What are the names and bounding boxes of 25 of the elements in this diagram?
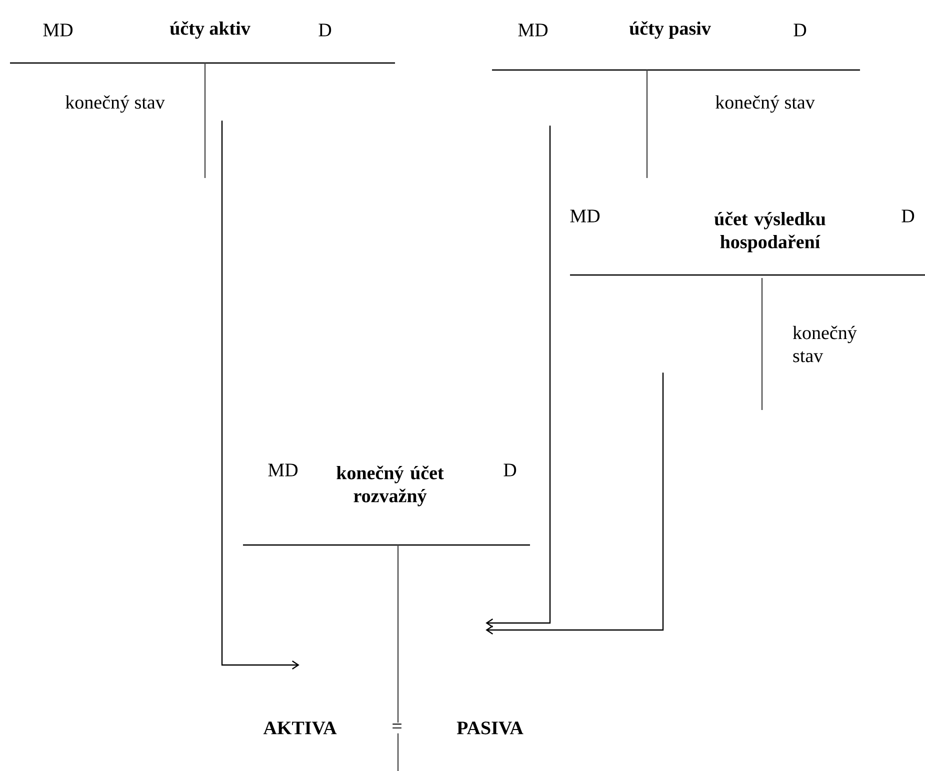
credit-label: D xyxy=(794,24,806,36)
side-label: PASIVA xyxy=(456,722,524,734)
debit-label: MD xyxy=(268,464,298,476)
t-account xyxy=(492,21,860,178)
equals-sign: = xyxy=(390,722,404,734)
arrow xyxy=(486,126,551,628)
arrow xyxy=(486,372,664,634)
credit-label: D xyxy=(318,24,332,36)
balance-label: konečný stav xyxy=(66,95,165,113)
debit-label: MD xyxy=(518,24,548,36)
account-title: účty pasiv xyxy=(629,21,711,39)
account-title: účty aktiv xyxy=(170,21,250,39)
side-label: AKTIVA xyxy=(263,722,337,734)
t-account xyxy=(243,464,530,771)
debit-label: MD xyxy=(570,210,600,222)
t-account xyxy=(570,210,925,410)
arrow xyxy=(221,120,300,670)
account-title: účet výsledku hospodaření xyxy=(714,212,826,252)
debit-label: MD xyxy=(43,24,73,36)
credit-label: D xyxy=(504,464,516,476)
account-title: konečný účet rozvažný xyxy=(336,466,444,506)
balance-label: konečný stav xyxy=(716,95,815,113)
balance-label: konečný stav xyxy=(792,326,857,362)
credit-label: D xyxy=(902,210,914,222)
t-account xyxy=(10,21,395,178)
